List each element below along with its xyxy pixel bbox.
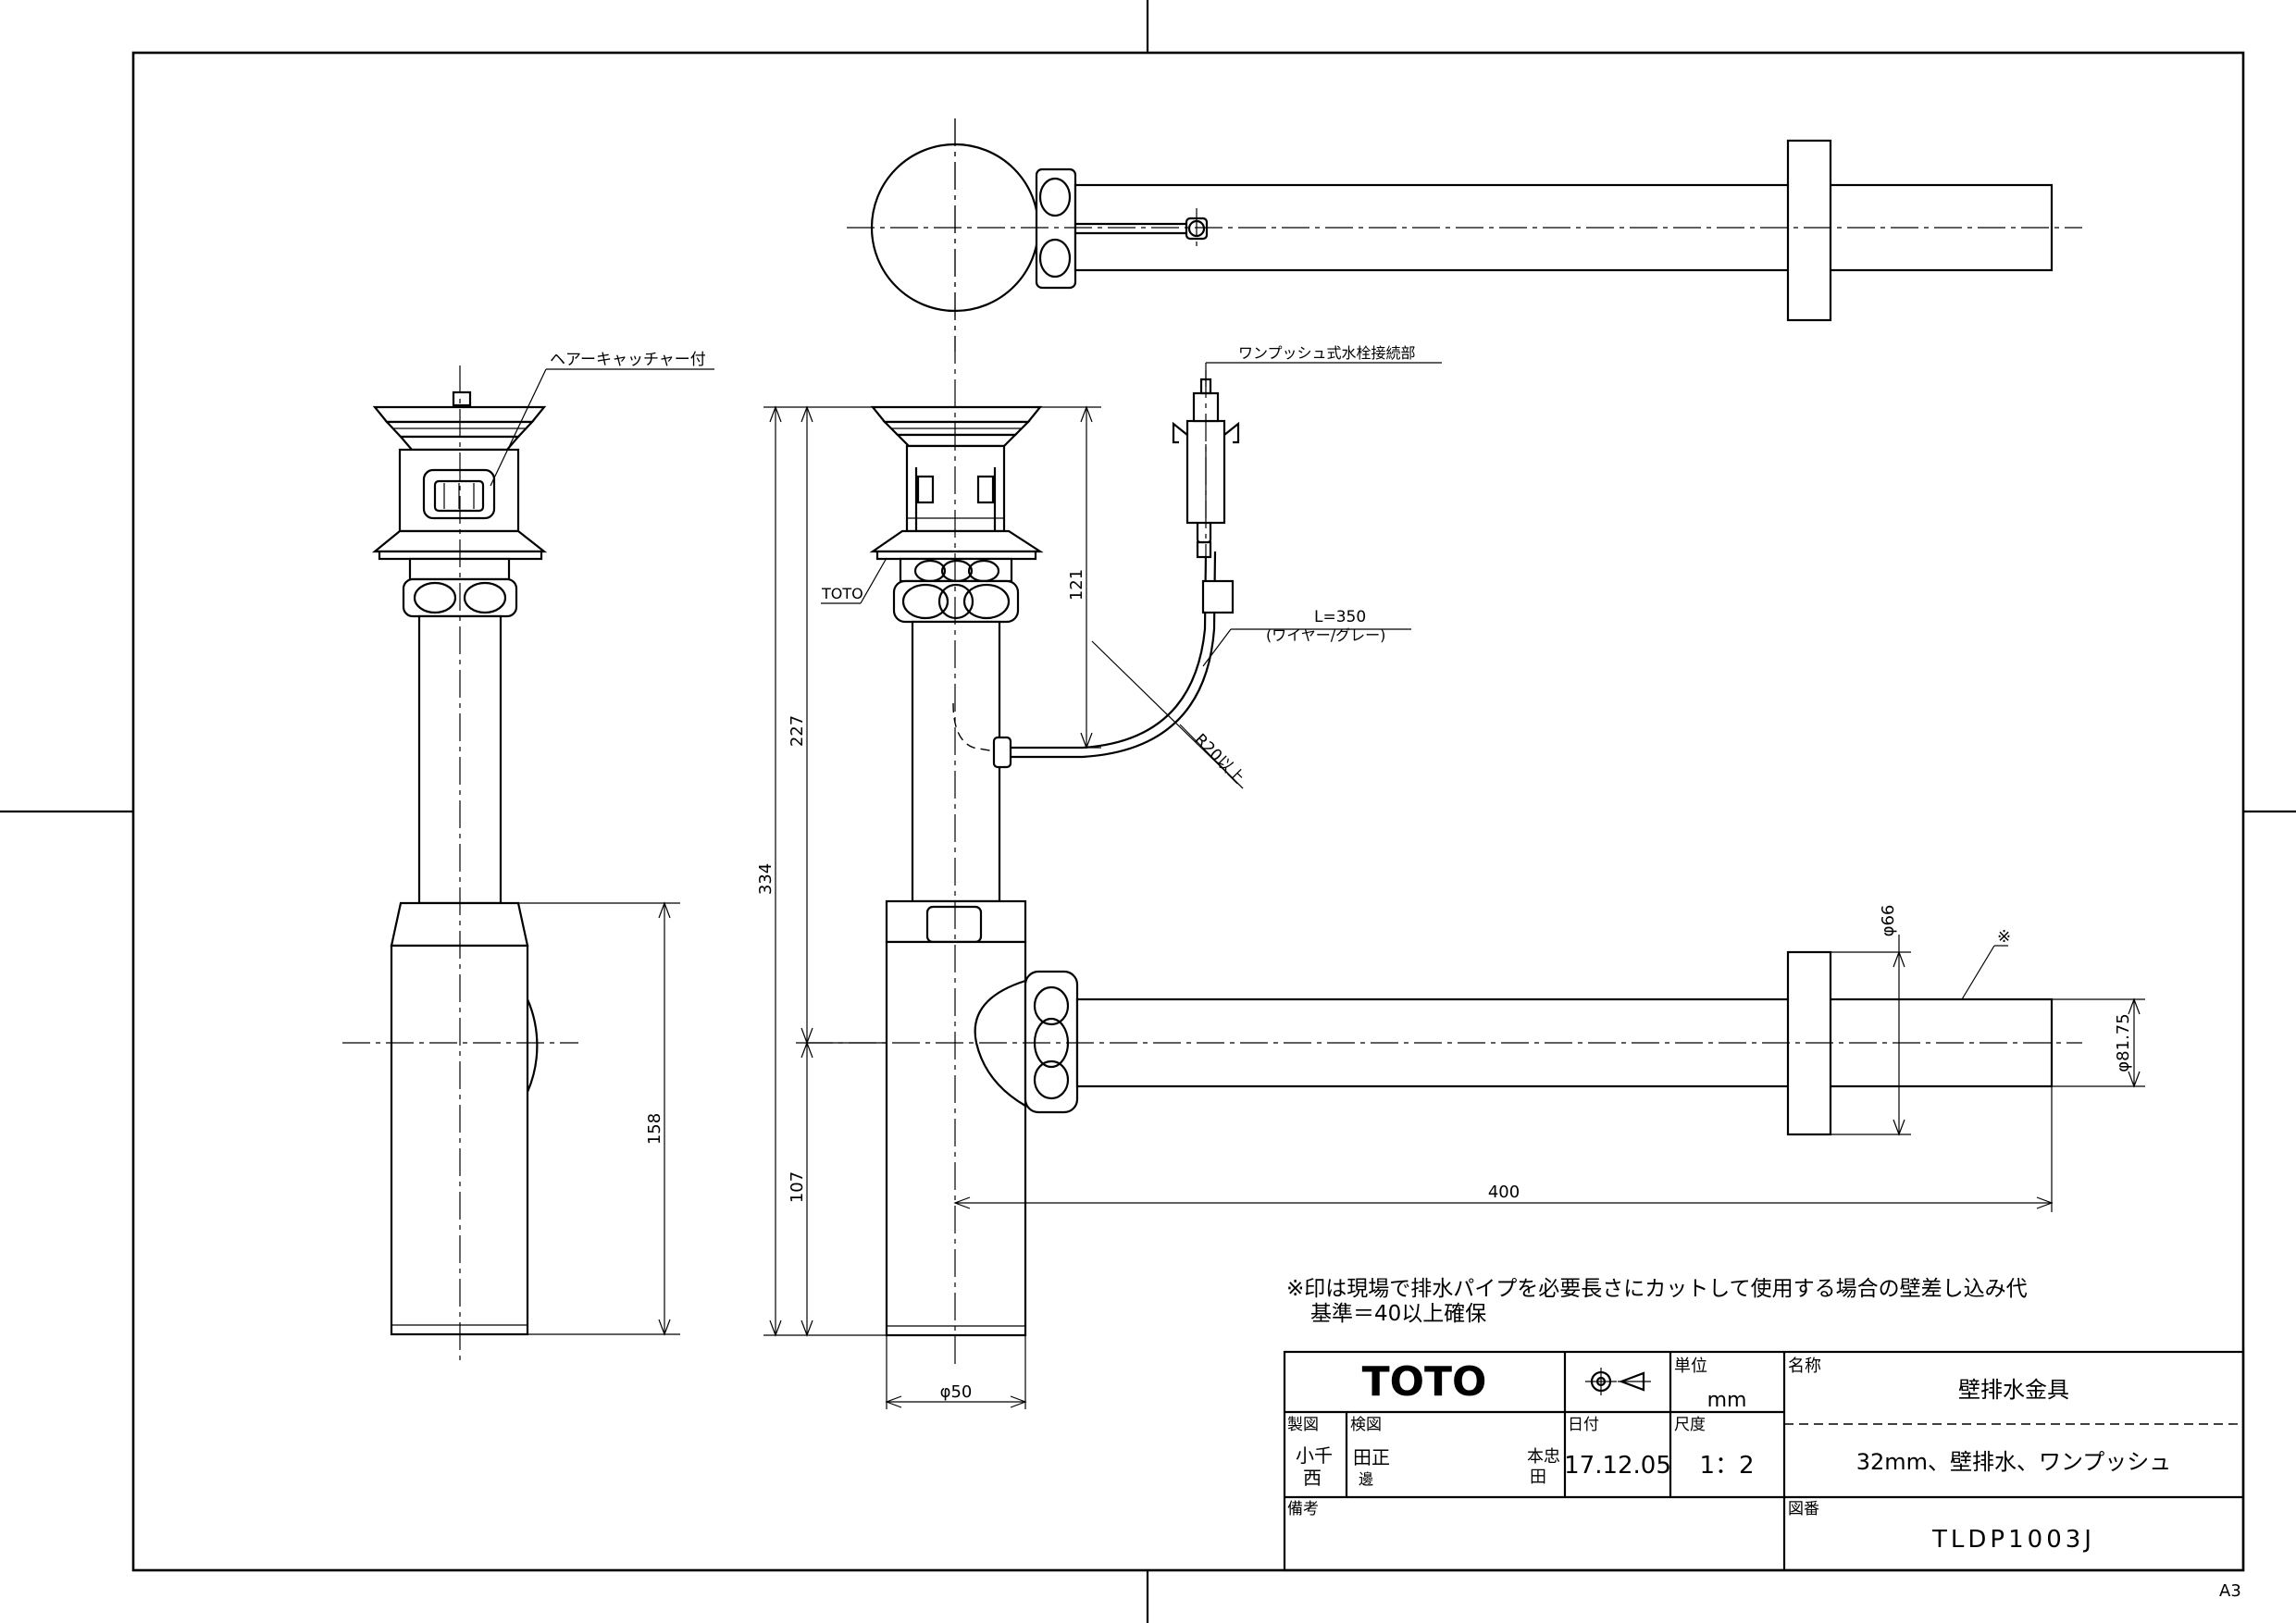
dim-400-label: 400 — [1488, 1183, 1520, 1202]
dim-227-label: 227 — [788, 715, 807, 747]
wire-callout: L=350 (ワイヤー/グレー) — [1202, 608, 1411, 667]
checked-label: 検図 — [1350, 1416, 1382, 1434]
dim-334-label: 334 — [756, 863, 776, 895]
scale-value: 1：2 — [1699, 1452, 1754, 1480]
date-label: 日付 — [1568, 1416, 1599, 1434]
dim-334: 334 — [756, 405, 796, 1337]
hair-catcher-label: ヘアーキャッチャー付 — [550, 351, 706, 369]
drawn-label: 製図 — [1287, 1416, 1319, 1434]
third-angle-projection-icon — [1585, 1368, 1651, 1395]
drawn-stamp-2: 西 — [1303, 1467, 1322, 1489]
dim-158-label: 158 — [645, 1113, 664, 1145]
brand-logo: TOTO — [1362, 1358, 1487, 1406]
top-view — [847, 118, 2082, 352]
dim-107-label: 107 — [788, 1171, 807, 1203]
toto-mark-label: TOTO — [821, 585, 863, 602]
dim-158: 158 — [518, 901, 680, 1336]
name-value: 壁排水金具 — [1958, 1377, 2069, 1403]
asterisk-callout: ※ — [1961, 927, 2011, 1000]
unit-value: mm — [1707, 1389, 1747, 1412]
dim-400: 400 — [953, 1086, 2054, 1212]
note: ※印は現場で排水パイプを必要長さにカットして使用する場合の壁差し込み代 基準＝4… — [1286, 1277, 2028, 1326]
one-push-label: ワンプッシュ式水栓接続部 — [1238, 344, 1416, 362]
dim-phi50: φ50 — [885, 1335, 1027, 1409]
dim-phi81: φ81.75 — [2052, 997, 2145, 1088]
wire-desc-label: (ワイヤー/グレー) — [1266, 626, 1385, 644]
note-line-1: ※印は現場で排水パイプを必要長さにカットして使用する場合の壁差し込み代 — [1286, 1277, 2028, 1301]
checked-stamp-2: 邊 — [1359, 1470, 1373, 1488]
dim-121: 121 — [1040, 405, 1101, 750]
drawing-no-value: TLDP1003J — [1931, 1526, 2095, 1554]
drawn-stamp-1: 小千 — [1296, 1444, 1333, 1467]
description-value: 32mm、壁排水、ワンプッシュ — [1856, 1449, 2172, 1475]
drawing-no-label: 図番 — [1788, 1500, 1819, 1518]
note-line-2: 基準＝40以上確保 — [1310, 1302, 1486, 1326]
front-view — [805, 118, 2082, 1365]
approved-stamp-1: 本忠 — [1527, 1447, 1560, 1467]
one-push-connection: ワンプッシュ式水栓接続部 — [992, 344, 1442, 769]
remarks-label: 備考 — [1287, 1500, 1319, 1518]
checked-stamp-1: 田正 — [1353, 1446, 1390, 1468]
dim-phi66-label: φ66 — [1879, 905, 1898, 937]
title-block: TOTO 単位 mm 名称 壁排水金具 製図 小千 西 検図 田正 邊 本忠 田… — [1283, 1350, 2245, 1572]
left-side-view — [342, 365, 578, 1365]
name-label: 名称 — [1788, 1357, 1821, 1376]
wire-length-label: L=350 — [1314, 608, 1366, 626]
unit-label: 単位 — [1674, 1357, 1707, 1376]
dim-phi81-label: φ81.75 — [2114, 1013, 2133, 1072]
approved-stamp-2: 田 — [1530, 1468, 1546, 1487]
toto-mark-callout: TOTO — [821, 557, 887, 604]
asterisk-label: ※ — [1997, 927, 2011, 947]
scale-label: 尺度 — [1674, 1416, 1706, 1434]
hair-catcher-callout: ヘアーキャッチャー付 — [490, 351, 714, 487]
bend-radius-label: R20以上 — [1190, 730, 1247, 787]
bend-radius-callout: R20以上 — [1091, 640, 1247, 789]
date-value: 17.12.05 — [1564, 1452, 1671, 1480]
dim-121-label: 121 — [1067, 569, 1086, 601]
sheet-size-label: A3 — [2219, 1581, 2241, 1601]
dim-phi50-label: φ50 — [940, 1382, 973, 1402]
dim-227-107: 227 107 — [788, 405, 887, 1337]
dim-phi66: φ66 — [1831, 905, 1911, 1136]
